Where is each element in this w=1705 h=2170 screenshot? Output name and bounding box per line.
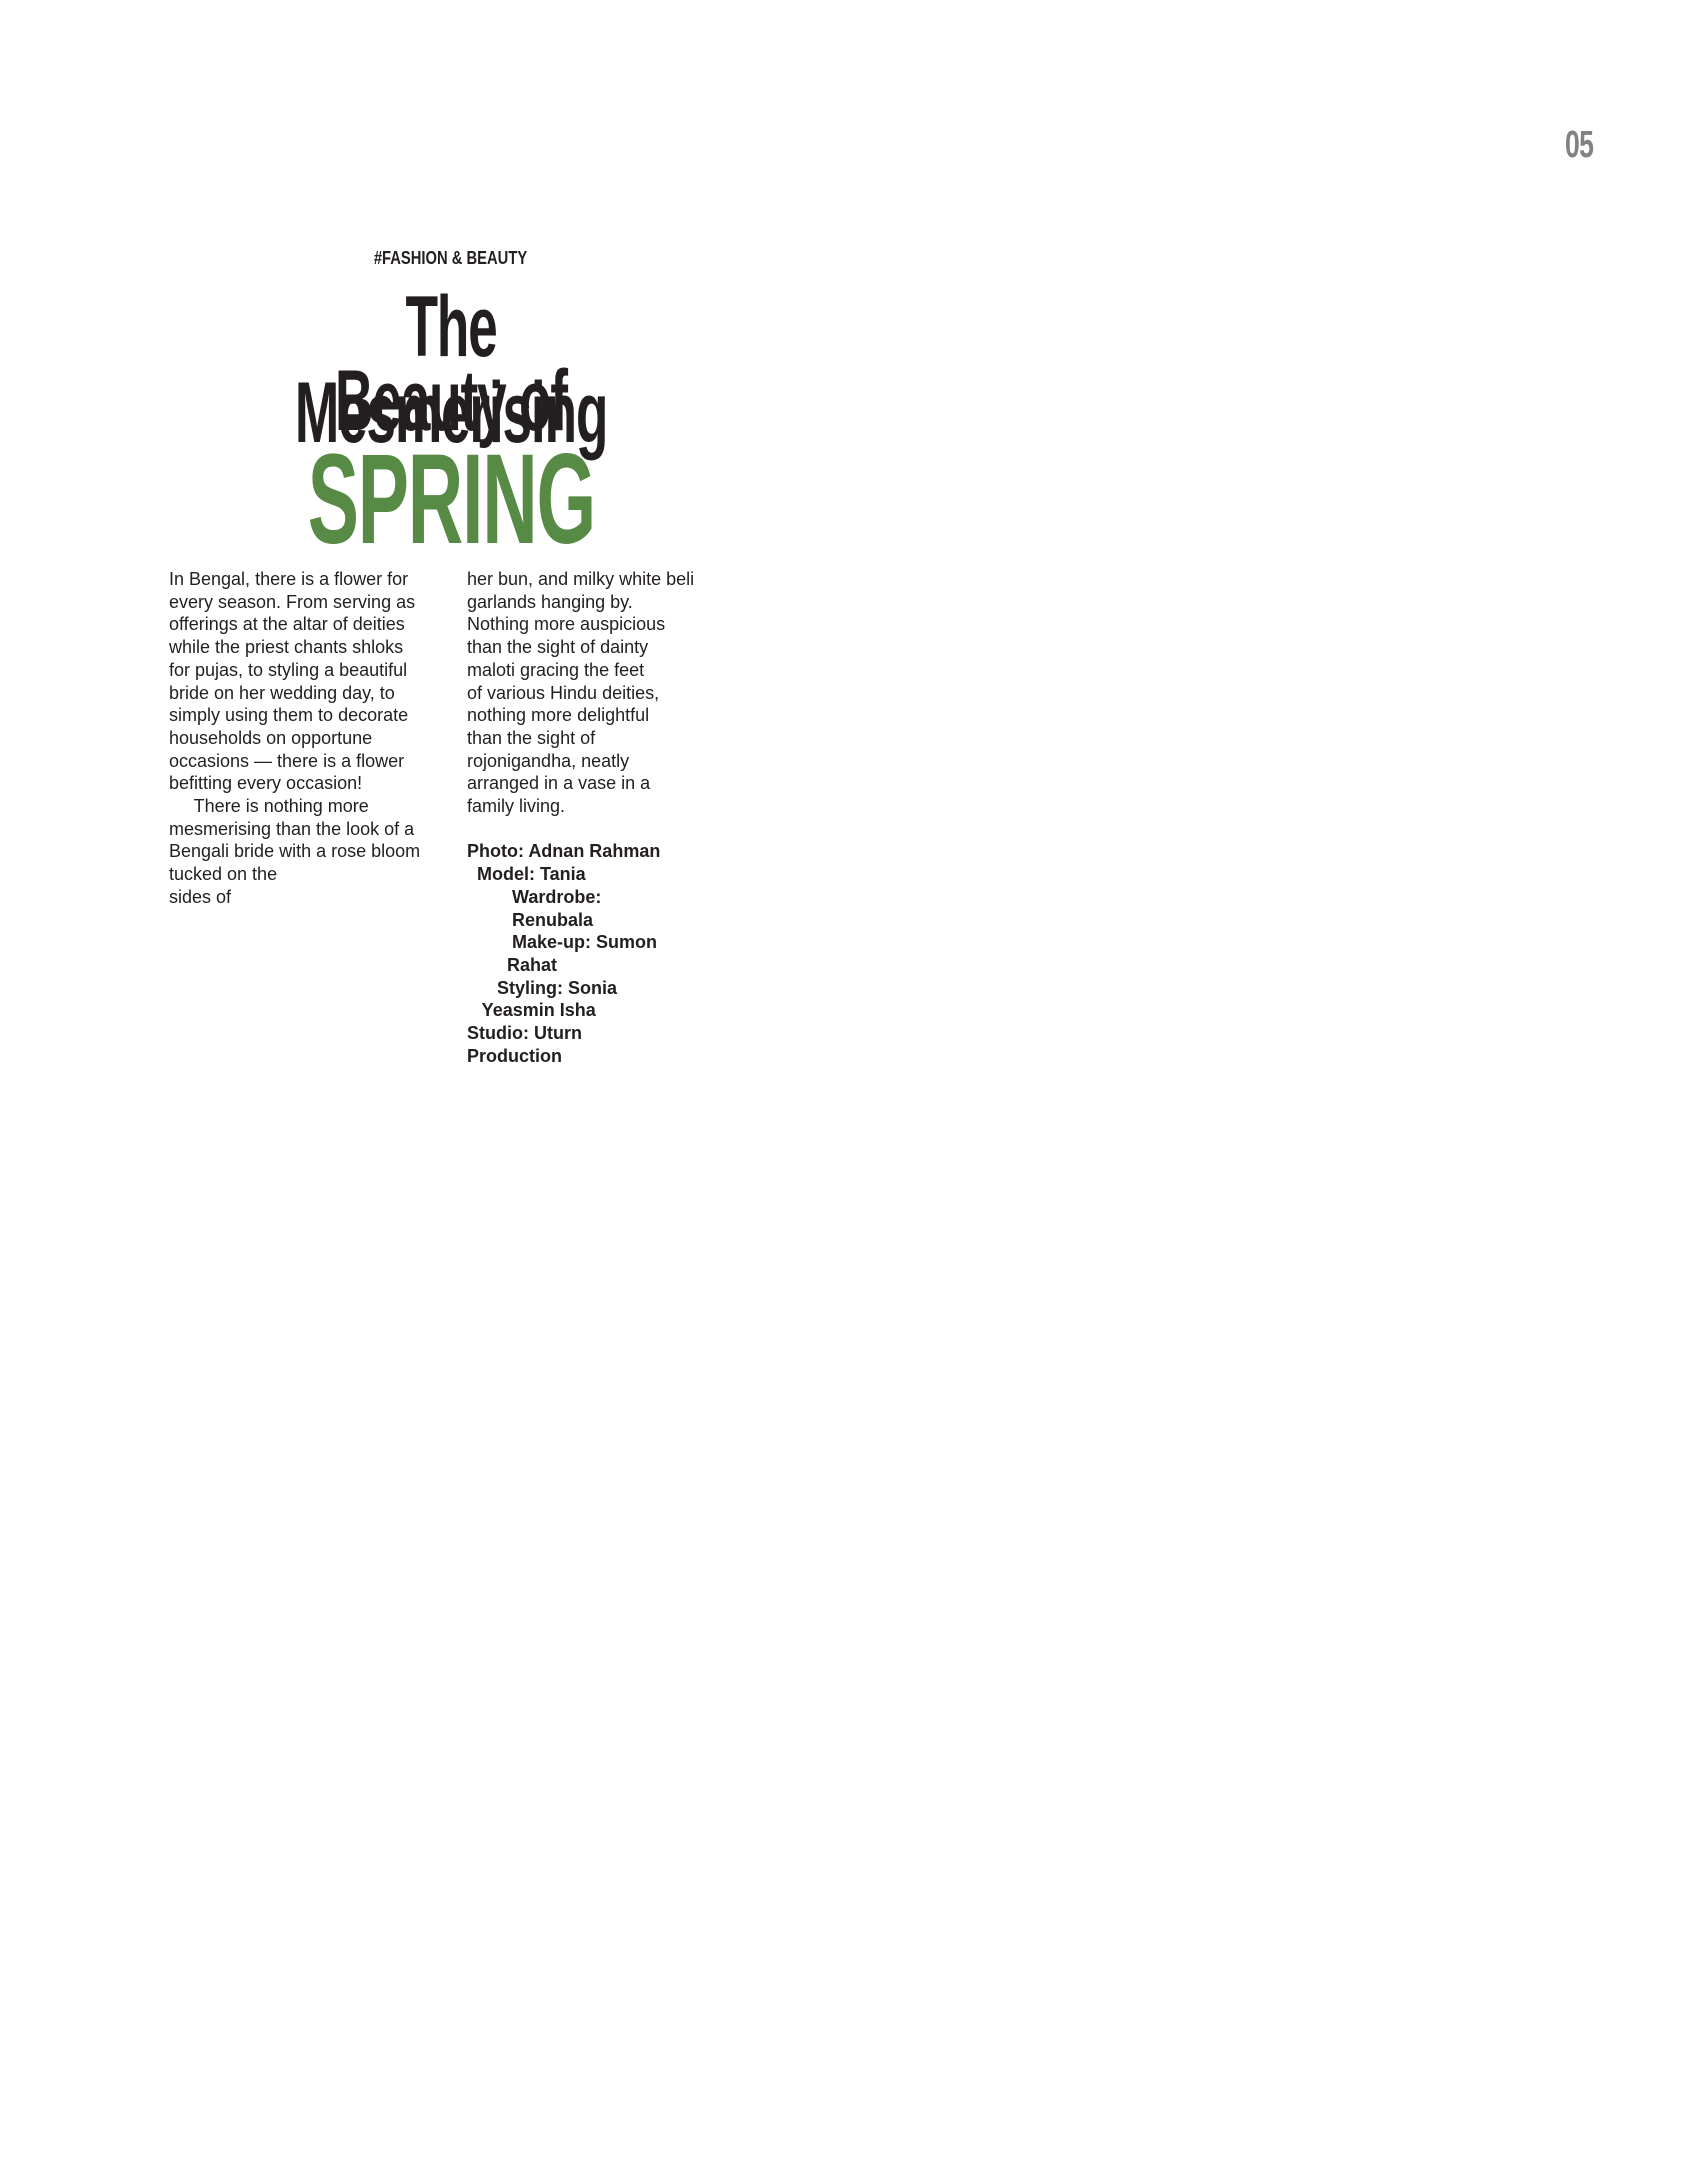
credit-line: Make-up: Sumon	[467, 932, 658, 953]
body-line: occasions — there is a flower	[169, 750, 405, 771]
body-line: sides of	[169, 886, 232, 907]
body-line: There is nothing more	[169, 796, 369, 817]
body-line: Nothing more auspicious	[467, 614, 666, 635]
body-line: than the sight of	[467, 727, 596, 748]
kicker-text: #FASHION & BEAUTY	[374, 248, 528, 268]
body-line: befitting every occasion!	[169, 773, 363, 794]
credit-line: Styling: Sonia	[467, 977, 618, 998]
credit-line: Renubala	[467, 909, 594, 930]
credit-line: Rahat	[467, 954, 558, 975]
credit-line: Production	[467, 1045, 562, 1066]
headline-text: Beauty of	[335, 353, 568, 449]
body-line: maloti gracing the feet	[467, 659, 645, 680]
headline-line-1: The Mesmerising	[151, 284, 751, 456]
headline-spring: SPRING	[151, 436, 751, 564]
body-line: tucked on the	[169, 864, 278, 885]
body-line: bride on her wedding day, to	[169, 682, 395, 703]
body-line: family living.	[467, 796, 566, 817]
body-line: of various Hindu deities,	[467, 682, 660, 703]
body-line: simply using them to decorate	[169, 705, 409, 726]
body-line: than the sight of dainty	[467, 637, 649, 658]
body-line: while the priest chants shloks	[169, 637, 404, 658]
headline-line-2: Beauty of	[151, 358, 751, 444]
body-line: rojonigandha, neatly	[467, 750, 630, 771]
headline-text: The Mesmerising	[294, 279, 609, 461]
body-line: Bengali bride with a rose bloom	[169, 841, 421, 862]
body-line: mesmerising than the look of a	[169, 818, 415, 839]
page-number: 05	[1565, 124, 1594, 166]
body-line: for pujas, to styling a beautiful	[169, 659, 408, 680]
body-line: households on opportune	[169, 727, 373, 748]
body-line: garlands hanging by.	[467, 591, 633, 612]
body-line: offerings at the altar of deities	[169, 614, 405, 635]
body-line: her bun, and milky white beli	[467, 569, 695, 589]
body-line: nothing more delightful	[467, 705, 650, 726]
credit-line: Model: Tania	[467, 864, 586, 885]
body-line: every season. From serving as	[169, 591, 416, 612]
section-kicker: #FASHION & BEAUTY	[251, 248, 651, 269]
headline-text: SPRING	[307, 428, 595, 571]
credit-line: Yeasmin Isha	[467, 1000, 596, 1021]
body-line: In Bengal, there is a flower for	[169, 569, 409, 589]
credit-line: Studio: Uturn	[467, 1023, 582, 1044]
spacer	[467, 818, 737, 841]
body-line: arranged in a vase in a	[467, 773, 651, 794]
credit-line: Photo: Adnan Rahman	[467, 841, 661, 862]
credit-line: Wardrobe:	[467, 886, 602, 907]
